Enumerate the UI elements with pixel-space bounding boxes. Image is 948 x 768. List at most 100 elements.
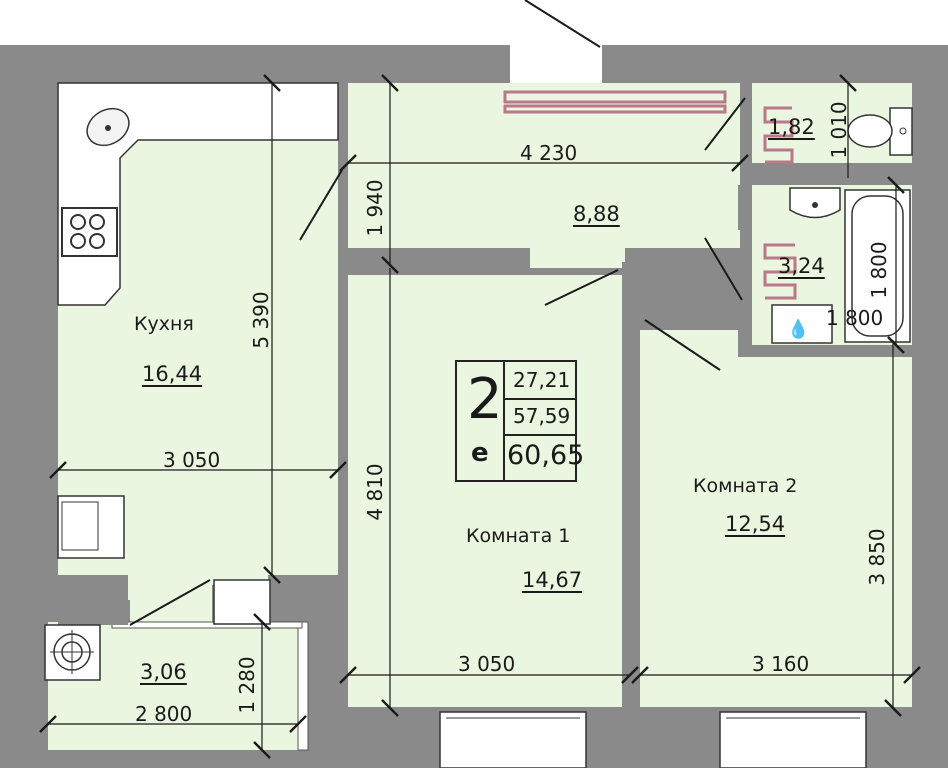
stove-burner-4 [89,233,105,249]
tick [884,699,902,717]
partition-kitchen-room1 [338,253,348,708]
tick [339,666,357,684]
tick [329,461,347,479]
tick [253,613,271,631]
kitchen-column-inner [61,501,99,551]
dim-room2-width: 3 160 [752,652,810,676]
dim-kitchen-length: 5 390 [249,291,273,349]
bathtub-inner [851,195,904,337]
stove-burner-1 [70,214,86,230]
dim-hall-depth: 1 940 [363,179,387,237]
bath-heater [763,243,797,300]
bath-area: 3,24 [778,254,825,278]
tick [903,666,921,684]
stove-icon [61,207,118,257]
partition-wc-bath [740,163,912,185]
dim-wc-width: 1 010 [827,101,851,159]
tick [731,154,749,172]
dim-bath-width: 1 800 [826,306,884,330]
tick [253,741,271,759]
tick [887,336,905,354]
tick [631,666,649,684]
dim-room1-length: 4 810 [363,463,387,521]
dim-room1-width: 3 050 [458,652,516,676]
wc-heater [763,106,794,164]
apartment-badge: 2 е 27,21 57,59 60,65 [455,360,584,482]
room2-area: 12,54 [725,512,786,536]
toilet-bowl [847,114,893,148]
stove-burner-2 [89,214,105,230]
room1-area: 14,67 [522,568,583,592]
kitchen-sink-drain [105,125,111,131]
room1-name: Комната 1 [466,525,571,547]
partition-hall-room1 [348,258,530,270]
toilet-icon [889,107,913,156]
window-gap-top [510,45,602,83]
tick [381,256,399,274]
hall-area: 8,88 [573,202,620,226]
door-swing-entry [524,0,601,48]
badge-divider-h2 [503,434,575,436]
door-swing-room2 [644,319,721,371]
tick [381,74,399,92]
tick [839,74,857,92]
dim-bath-length: 1 800 [867,241,891,299]
window-room1 [439,711,587,768]
bath-sink-drain [812,202,818,208]
room1-floor [348,275,630,707]
door-swings [129,0,746,626]
door-swing-room1 [544,269,619,306]
badge-divider-v [503,362,505,480]
water-drops-icon: 💧 [787,318,809,340]
tick [39,715,57,733]
kitchen-name: Кухня [134,313,194,335]
balcony-rail [297,621,309,751]
tick [263,74,281,92]
badge-rooms-count: 2 [467,367,503,432]
tick [289,715,307,733]
dimension-lines [48,83,912,750]
kitchen-area: 16,44 [142,362,203,386]
partition-wc-left [740,83,752,178]
partition-bath-left-2 [738,295,752,355]
hall-floor-2 [530,248,625,268]
tick [49,461,67,479]
vent-box [213,579,271,625]
badge-divider-h1 [503,398,575,400]
stove-burner-3 [70,233,86,249]
hall-heater-2 [503,104,727,114]
partition-room1-room2 [622,262,640,712]
dimension-ticks [39,74,921,759]
tick [381,699,399,717]
door-swing-bath [704,237,743,301]
dim-hall-width: 4 230 [520,141,578,165]
washing-machine-icon [771,304,833,344]
dim-balcony-depth: 1 280 [235,656,259,714]
tick [887,176,905,194]
door-swing-wc [704,97,746,151]
toilet-button [899,127,907,135]
dim-kitchen-width: 3 050 [163,448,221,472]
hall-floor [348,83,740,248]
dim-room2-length: 3 850 [865,528,889,586]
door-swing-kitchen [299,169,343,241]
tick [263,566,281,584]
tick [339,154,357,172]
kitchen-floor [58,83,338,622]
balcony-rail-top [111,621,303,629]
dim-balcony-width: 2 800 [135,702,193,726]
partition-bath-left [738,185,752,230]
kitchen-counter [57,82,339,306]
badge-letter: е [471,438,489,468]
badge-living-area: 27,21 [513,368,571,392]
hall-heater [503,90,727,104]
badge-total-area: 57,59 [513,404,571,428]
room2-floor [640,330,912,707]
kitchen-corner-wall [58,575,128,625]
wc-area: 1,82 [768,115,815,139]
balcony-area: 3,06 [140,660,187,684]
partition-bath-room2 [738,345,912,357]
tick [621,666,639,684]
door-swing-balcony [129,579,211,626]
